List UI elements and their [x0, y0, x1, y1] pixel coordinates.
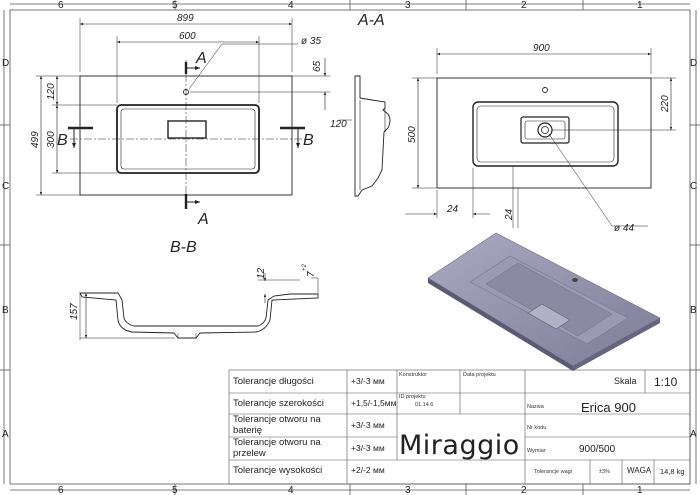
dim-rv-900: 900 — [533, 43, 550, 54]
tolerance-height-value: +2/-2 мм — [351, 465, 385, 475]
waga-label: WAGA — [627, 466, 652, 475]
section-aa-profile — [339, 75, 391, 197]
top-view — [36, 18, 330, 210]
dim-rv-44: ø 44 — [614, 223, 634, 234]
id-projektu-label: ID projektu — [399, 394, 426, 400]
grid-bottom-6: 1 — [637, 485, 643, 495]
nazwa-value: Erica 900 — [581, 400, 636, 415]
dim-bb-157: 157 — [69, 303, 80, 320]
dim-120: 120 — [46, 83, 57, 100]
title-block-grid — [228, 369, 691, 485]
dim-rv-220: 220 — [660, 95, 671, 113]
grid-bottom-2: 5 — [172, 485, 178, 495]
section-title-aa: A-A — [357, 12, 385, 29]
marker-b-right: B — [303, 132, 314, 149]
dim-899: 899 — [177, 13, 194, 24]
dim-bb-12: 12 — [256, 267, 267, 279]
brand-logo-text: Miraggio — [399, 430, 520, 461]
grid-top-4: 3 — [405, 0, 411, 11]
wymiar-label: Wymiar — [527, 448, 546, 454]
grid-left-d: D — [2, 58, 9, 69]
marker-b-left: B — [57, 132, 68, 149]
dim-300: 300 — [46, 131, 57, 148]
nr-kodu-label: Nr kodu — [527, 425, 547, 431]
tolerance-tap-hole-label: Tolerancje otworu na baterię — [233, 414, 321, 436]
section-title-bb: B-B — [170, 239, 197, 256]
grid-left-c: C — [2, 181, 9, 192]
tolerancje-wagi-label: Tolerancje wagi — [534, 469, 572, 475]
grid-top-6: 1 — [637, 0, 643, 11]
data-projektu-label: Data projektu — [463, 372, 496, 378]
tolerance-width-label: Tolerancje szerokości — [233, 398, 324, 409]
grid-bottom-1: 6 — [58, 485, 64, 495]
tolerance-height-label: Tolerancje wysokości — [233, 465, 323, 476]
grid-right-c: C — [690, 181, 697, 192]
tolerance-overflow-label: Tolerancje otworu na przelew — [233, 437, 321, 459]
nazwa-label: Nazwa — [527, 404, 544, 410]
dim-hole-35: ø 35 — [301, 36, 321, 47]
grid-bottom-5: 2 — [521, 485, 527, 495]
title-block: Tolerancje długości +3/-3 мм Tolerancje … — [229, 370, 690, 488]
dim-600: 600 — [179, 31, 196, 42]
dim-bb-7-tolerance: +2 — [302, 263, 308, 271]
wymiar-value: 900/500 — [579, 444, 616, 455]
tolerancje-wagi-value: ±3% — [599, 469, 610, 475]
grid-right-a: A — [690, 429, 697, 440]
tolerance-overflow-value: +3/-3 мм — [351, 443, 385, 453]
grid-bottom-3: 4 — [288, 485, 294, 495]
tolerance-length-label: Tolerancje długości — [233, 376, 314, 387]
skala-value: 1:10 — [654, 375, 678, 389]
konstruktor-label: Konstruktor — [399, 372, 428, 378]
dim-bb-7: 7 — [306, 271, 317, 277]
right-view — [405, 48, 676, 228]
id-projektu-value: 01.14.6 — [415, 402, 434, 408]
grid-top-3: 4 — [288, 0, 294, 11]
dim-side-120: 120 — [330, 119, 347, 130]
skala-label: Skala — [614, 376, 637, 386]
tolerance-length-value: +3/-3 мм — [351, 376, 385, 386]
marker-a-bottom: A — [197, 211, 209, 228]
grid-top-5: 2 — [521, 0, 527, 11]
tolerance-tap-hole-value: +3/-3 мм — [351, 420, 385, 430]
grid-top-1: 6 — [58, 0, 64, 11]
marker-a-top: A — [195, 50, 207, 67]
waga-value: 14,8 kg — [660, 467, 685, 476]
basin-3d-render — [427, 232, 661, 371]
section-bb-profile — [79, 273, 319, 340]
grid-left-a: A — [2, 429, 9, 440]
dim-rv-500: 500 — [407, 126, 418, 143]
grid-bottom-4: 3 — [405, 485, 411, 495]
dim-499: 499 — [30, 131, 41, 148]
grid-right-b: B — [690, 305, 697, 316]
dim-rv-24b: 24 — [504, 208, 515, 221]
tolerance-width-value: +1,5/-1,5мм — [351, 398, 397, 408]
dim-rv-24a: 24 — [446, 204, 459, 215]
grid-left-b: B — [2, 305, 9, 316]
grid-right-d: D — [690, 58, 697, 69]
dim-65: 65 — [312, 60, 323, 72]
grid-top-2: 5 — [172, 0, 178, 11]
